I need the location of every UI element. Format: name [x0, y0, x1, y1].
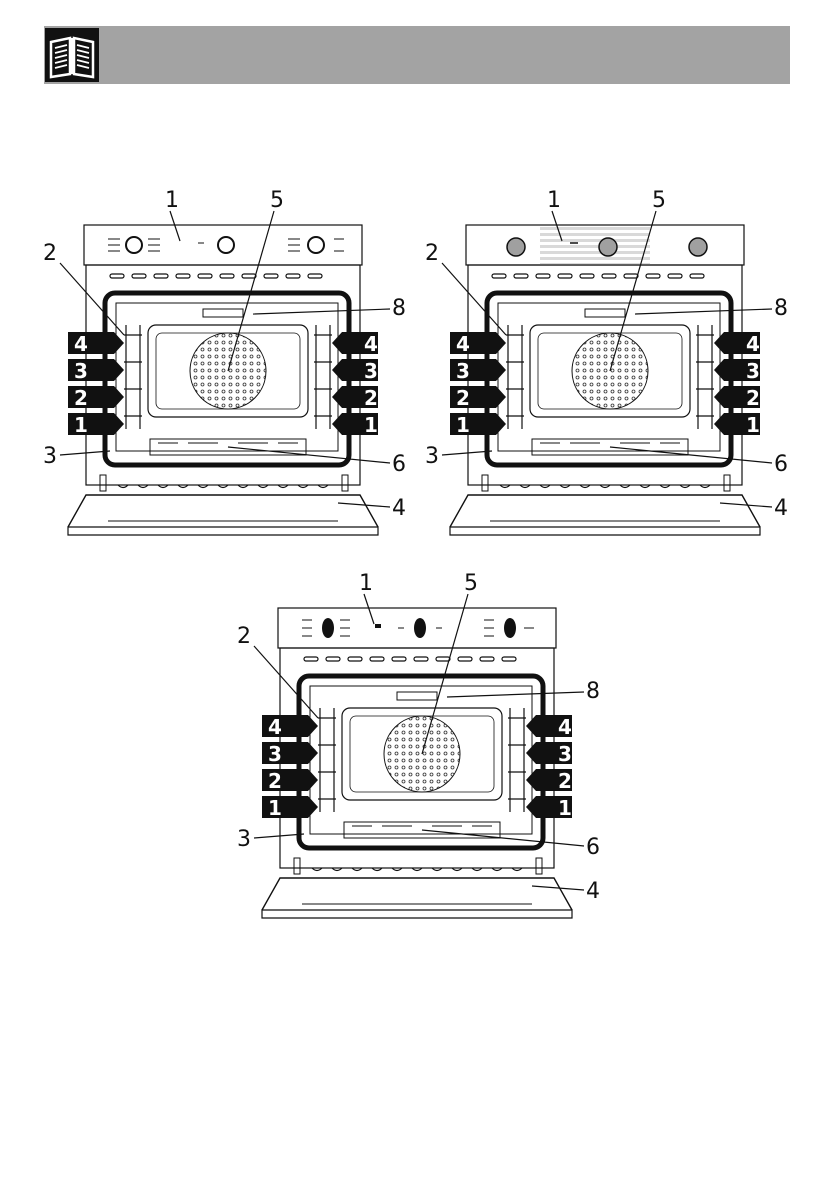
callout-2: 2	[43, 241, 57, 266]
callout-5: 5	[464, 571, 478, 596]
callout-4: 4	[392, 496, 406, 521]
callout-3: 3	[425, 444, 439, 469]
callout-1: 1	[359, 571, 373, 596]
callout-5: 5	[270, 188, 284, 213]
shelf-level-label: 3	[268, 742, 282, 766]
callout-3: 3	[43, 444, 57, 469]
callout-6: 6	[586, 835, 600, 860]
shelf-level-label: 2	[746, 386, 760, 410]
callout-5: 5	[652, 188, 666, 213]
shelf-level-label: 3	[364, 359, 378, 383]
shelf-level-label: 4	[558, 715, 572, 739]
shelf-level-label: 2	[268, 769, 282, 793]
shelf-level-label: 3	[558, 742, 572, 766]
open-book-icon	[45, 28, 99, 82]
shelf-level-label: 4	[364, 332, 378, 356]
shelf-level-label: 2	[558, 769, 572, 793]
shelf-level-label: 2	[74, 386, 88, 410]
callout-4: 4	[586, 879, 600, 904]
shelf-level-badges-right: 4 3 2 1	[364, 332, 378, 437]
oven-diagram-c: 1 5 2 8 3 6 4 4 3 2 1 4 3 2 1	[232, 568, 602, 923]
shelf-level-label: 2	[456, 386, 470, 410]
shelf-level-label: 1	[456, 413, 470, 437]
shelf-level-label: 1	[74, 413, 88, 437]
shelf-level-label: 1	[268, 796, 282, 820]
shelf-level-label: 3	[74, 359, 88, 383]
shelf-level-label: 4	[746, 332, 760, 356]
shelf-level-label: 1	[558, 796, 572, 820]
oven-diagram-a: 1 5 2 8 3 6 4 4 3 2 1 4 3 2 1	[38, 185, 408, 540]
shelf-level-label: 3	[746, 359, 760, 383]
section-header-bar	[44, 26, 790, 84]
shelf-level-label: 2	[364, 386, 378, 410]
callout-6: 6	[774, 452, 788, 477]
shelf-level-badges-right: 4 3 2 1	[558, 715, 572, 820]
shelf-level-badges-right: 4 3 2 1	[746, 332, 760, 437]
callout-2: 2	[237, 624, 251, 649]
shelf-level-label: 4	[456, 332, 470, 356]
shelf-level-label: 4	[268, 715, 282, 739]
shelf-level-label: 1	[746, 413, 760, 437]
callout-1: 1	[165, 188, 179, 213]
shelf-level-label: 3	[456, 359, 470, 383]
shelf-level-label: 4	[74, 332, 88, 356]
oven-diagram-b: 1 5 2 8 3 6 4 4 3 2 1 4 3 2 1	[420, 185, 790, 540]
callout-6: 6	[392, 452, 406, 477]
callout-2: 2	[425, 241, 439, 266]
callout-1: 1	[547, 188, 561, 213]
callout-8: 8	[392, 296, 406, 321]
callout-4: 4	[774, 496, 788, 521]
callout-3: 3	[237, 827, 251, 852]
callout-8: 8	[586, 679, 600, 704]
callout-8: 8	[774, 296, 788, 321]
shelf-level-label: 1	[364, 413, 378, 437]
